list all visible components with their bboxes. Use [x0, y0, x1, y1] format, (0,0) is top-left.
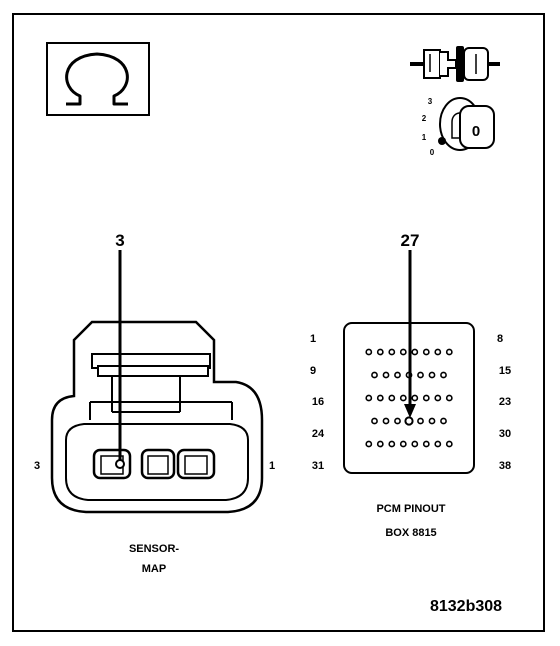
pcm-pin: [399, 394, 407, 402]
pcm-pin: [376, 348, 384, 356]
sensor-cavity-2: [140, 448, 176, 480]
pcm-pin: [422, 394, 430, 402]
pcm-pin: [440, 371, 447, 379]
pcm-caption-line2: BOX 8815: [385, 527, 436, 539]
sensor-callout-pin: 3: [115, 231, 124, 250]
ohm-icon: [46, 42, 150, 116]
pcm-row-label-left: 1: [310, 333, 316, 345]
pcm-row-label-right: 23: [499, 396, 511, 408]
pcm-pin: [388, 440, 396, 448]
ignition-position-3: 3: [428, 97, 433, 106]
key-position-label: 0: [472, 123, 480, 140]
pcm-pin: [365, 348, 373, 356]
pcm-row-label-left: 24: [312, 428, 325, 440]
pcm-pin: [417, 371, 424, 379]
pcm-pin: [428, 417, 436, 425]
pcm-pin: [434, 440, 442, 448]
ignition-position-1: 1: [422, 133, 427, 142]
pcm-pin: [445, 394, 453, 402]
pcm-pin: [411, 440, 419, 448]
pcm-pin: [417, 417, 424, 425]
pcm-pin: [365, 440, 373, 448]
pcm-pin-highlighted: [404, 416, 414, 426]
sensor-caption-line1: SENSOR-: [129, 543, 179, 555]
pcm-pin: [394, 417, 401, 425]
pcm-pin: [399, 440, 407, 448]
pcm-pin: [422, 348, 430, 356]
pcm-row-label-right: 38: [499, 460, 511, 472]
diagram-frame: [12, 13, 545, 632]
pcm-pin: [411, 348, 419, 356]
pcm-probe-arrowhead: [404, 404, 416, 418]
pcm-pin: [371, 371, 378, 379]
pcm-row-label-left: 16: [312, 396, 324, 408]
pcm-pin: [376, 394, 384, 402]
ignition-off-marker: [438, 137, 446, 145]
figure-id: 8132b308: [430, 598, 502, 615]
pcm-pin-grid: [365, 348, 453, 448]
sensor-caption-line2: MAP: [142, 563, 166, 575]
pcm-callout-pin: 27: [401, 231, 420, 250]
pcm-pin: [434, 348, 442, 356]
ignition-position-2: 2: [422, 114, 427, 123]
sensor-cavity-1: [176, 448, 216, 480]
pcm-row-label-right: 15: [499, 365, 511, 377]
pcm-pin: [376, 440, 384, 448]
pcm-pin: [445, 440, 453, 448]
unplugged-connector-icon: [410, 46, 500, 82]
pcm-pin: [388, 348, 396, 356]
pcm-caption-line1: PCM PINOUT: [376, 503, 445, 515]
pcm-pin: [394, 371, 401, 379]
ignition-key-off-icon: 0 3 2 1 0: [422, 97, 495, 157]
pcm-pin: [399, 348, 407, 356]
pcm-row-label-right: 8: [497, 333, 503, 345]
pcm-pin: [422, 440, 430, 448]
sensor-cavity-3: [92, 448, 132, 480]
sensor-left-pin-label: 3: [34, 460, 40, 472]
pcm-pin: [365, 394, 373, 402]
pcm-row-label-left: 9: [310, 365, 316, 377]
pcm-pin: [440, 417, 447, 425]
pcm-pin: [371, 417, 378, 425]
pcm-pin: [428, 371, 436, 379]
pcm-pin: [388, 394, 396, 402]
pcm-row-label-right: 30: [499, 428, 511, 440]
pcm-pin: [434, 394, 442, 402]
ignition-position-0: 0: [430, 148, 435, 157]
pcm-pin: [382, 371, 390, 379]
sensor-right-pin-label: 1: [269, 460, 275, 472]
pcm-row-label-left: 31: [312, 460, 324, 472]
pcm-pin: [382, 417, 390, 425]
pcm-pin: [445, 348, 453, 356]
map-sensor-connector: [50, 320, 264, 514]
pcm-pin: [411, 394, 419, 402]
